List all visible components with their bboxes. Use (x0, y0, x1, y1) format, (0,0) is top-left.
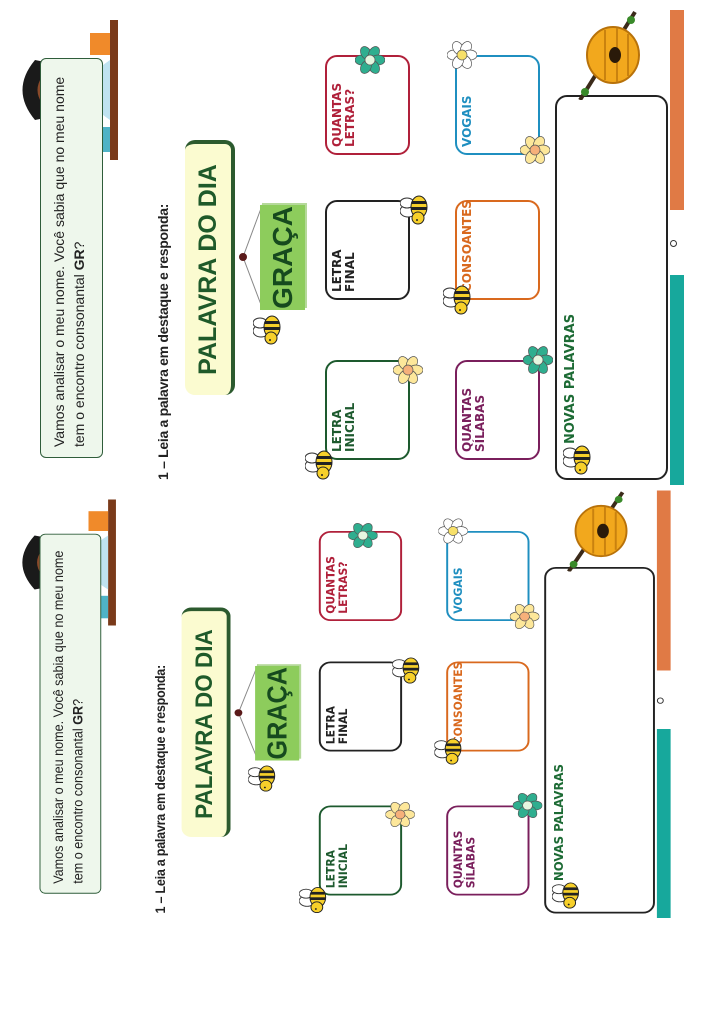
worksheet: Vamos analisar o meu nome. Você sabia qu… (15, 490, 672, 918)
vogais-box-label: VOGAIS (460, 95, 474, 147)
consoantes-box-label: CONSOANTES (451, 661, 465, 745)
bee-icon (551, 878, 586, 909)
quantas-silabas-box-label: QUANTAS SÍLABAS (460, 387, 487, 452)
speech-bubble: Vamos analisar o meu nome. Você sabia qu… (40, 58, 103, 458)
hanging-string (239, 202, 264, 311)
beehive-icon (564, 491, 638, 573)
speech-end: ? (71, 241, 87, 250)
quantas-letras-box-label: QUANTAS LETRAS? (323, 556, 351, 614)
bee-icon (442, 281, 478, 315)
footer-dot (656, 697, 664, 704)
bee-icon (391, 653, 426, 684)
highlighted-word: GRAÇA (255, 666, 300, 761)
speech-highlight: GR (71, 249, 87, 271)
novas-palavras-box[interactable]: NOVAS PALAVRAS (544, 567, 655, 914)
letra-final-box[interactable]: LETRA FINAL (318, 661, 403, 752)
letra-final-box[interactable]: LETRA FINAL (325, 200, 410, 300)
novas-palavras-box[interactable]: NOVAS PALAVRAS (555, 95, 668, 480)
letra-inicial-box-label: LETRA INICIAL (330, 402, 357, 452)
novas-palavras-label: NOVAS PALAVRAS (552, 764, 567, 882)
letra-inicial-box-label: LETRA INICIAL (323, 844, 351, 889)
speech-bubble: Vamos analisar o meu nome. Você sabia qu… (39, 533, 102, 894)
quantas-silabas-box[interactable]: QUANTAS SÍLABAS (446, 805, 530, 896)
worksheet: Vamos analisar o meu nome. Você sabia qu… (15, 10, 685, 485)
novas-palavras-label: NOVAS PALAVRAS (563, 313, 578, 444)
highlighted-word: GRAÇA (260, 205, 305, 310)
consoantes-box-label: CONSOANTES (460, 200, 474, 292)
flower-icon (512, 792, 547, 819)
footer-dot (670, 240, 677, 247)
flower-icon (522, 345, 558, 375)
bee-icon (562, 441, 598, 475)
word-of-the-day-title: PALAVRA DO DIA (181, 607, 231, 837)
bee-icon (252, 311, 288, 345)
quantas-silabas-box-label: QUANTAS SÍLABAS (451, 830, 478, 889)
flower-icon (385, 801, 419, 828)
instruction: 1 – Leia a palavra em destaque e respond… (152, 665, 168, 914)
bee-icon (304, 446, 340, 480)
flower-icon (446, 40, 482, 70)
bee-icon (399, 191, 435, 225)
bee-icon (298, 883, 333, 914)
instruction: 1 – Leia a palavra em destaque e respond… (155, 203, 171, 480)
bee-icon (247, 761, 282, 792)
flower-icon (354, 45, 390, 75)
beehive-icon (575, 10, 650, 102)
word-of-the-day-title: PALAVRA DO DIA (185, 140, 235, 395)
footer-bar-teal (670, 275, 684, 485)
letra-final-box-label: LETRA FINAL (330, 249, 357, 292)
flower-icon (509, 603, 544, 630)
flower-icon (347, 522, 382, 549)
letra-final-box-label: LETRA FINAL (323, 705, 351, 745)
speech-end: ? (69, 698, 86, 706)
quantas-silabas-box[interactable]: QUANTAS SÍLABAS (455, 360, 540, 460)
footer-bar-orange (670, 10, 684, 210)
footer-bar-orange (656, 490, 671, 671)
flower-icon (519, 135, 555, 165)
vogais-box-label: VOGAIS (451, 567, 465, 614)
footer-bar-teal (656, 729, 671, 918)
bee-icon (433, 734, 468, 765)
quantas-letras-box-label: QUANTAS LETRAS? (330, 82, 357, 147)
flower-icon (438, 518, 472, 545)
speech-highlight: GR (69, 705, 86, 725)
hanging-string (234, 664, 259, 761)
flower-icon (392, 355, 428, 385)
